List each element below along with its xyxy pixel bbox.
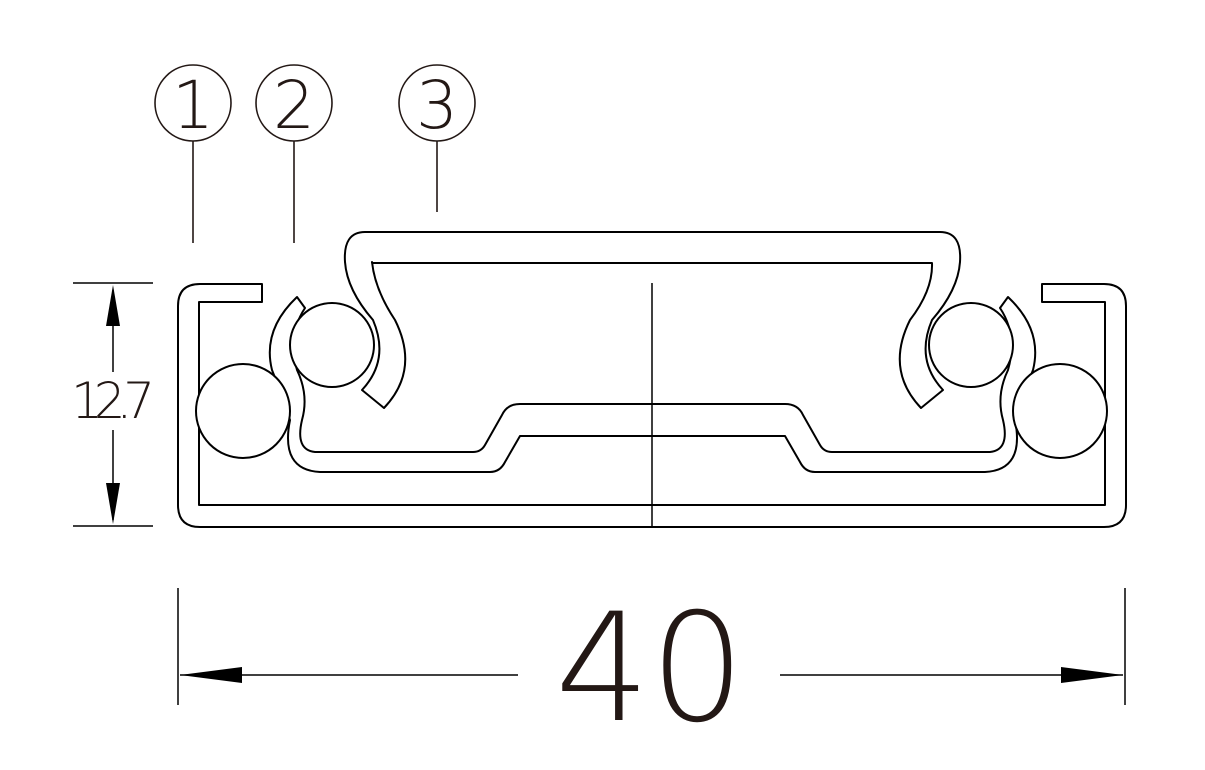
ball-right-inner [928, 302, 1014, 388]
ball-left-outer [195, 363, 291, 459]
callout-2-label: 2 [273, 67, 315, 144]
height-dimension-value: 12.7 [71, 372, 155, 430]
ball-left-inner [289, 302, 375, 388]
width-dimension [177, 588, 1126, 705]
inner-member [343, 231, 962, 409]
callout-3 [398, 64, 476, 212]
outer-member [177, 283, 1127, 528]
height-dimension [73, 282, 153, 527]
callout-1-label: 1 [172, 67, 214, 144]
callout-1 [154, 64, 232, 243]
ball-right-outer [1012, 363, 1108, 459]
width-dimension-value: 40 [555, 582, 745, 756]
callout-2 [255, 64, 333, 243]
bearing-balls [195, 302, 1108, 459]
callout-3-label: 3 [416, 67, 458, 144]
